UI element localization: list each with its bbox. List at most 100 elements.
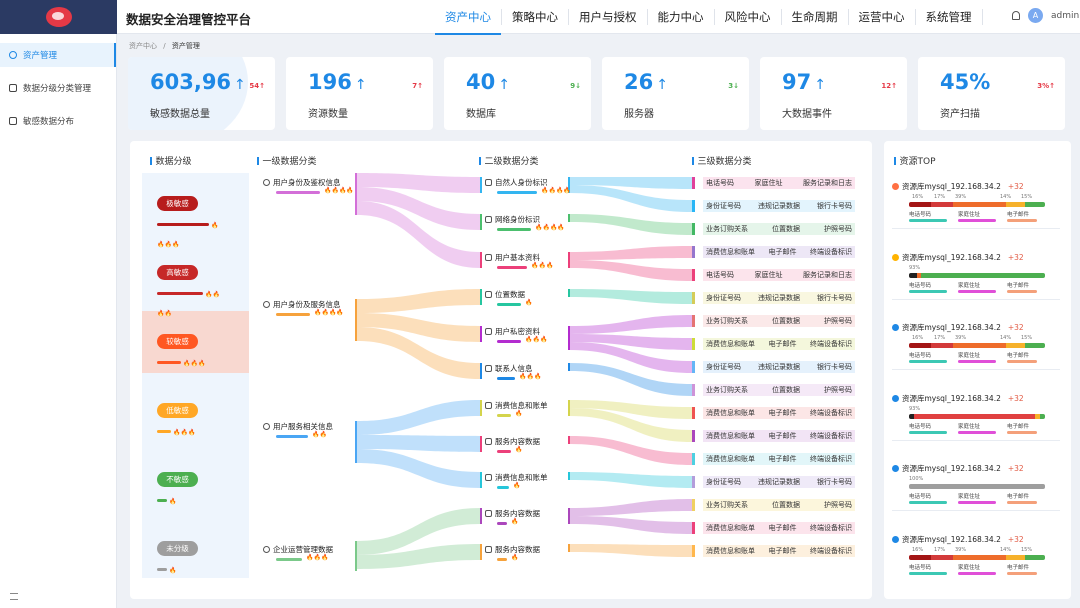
l3-tag[interactable]: 电话号码 [706,179,734,187]
l3-tag[interactable]: 银行卡号码 [817,202,852,210]
l3-tag[interactable]: 银行卡号码 [817,363,852,371]
l3-tag[interactable]: 身份证号码 [706,294,741,302]
l2-node[interactable]: 消费信息和账单 [485,400,548,411]
username[interactable]: admin [1051,10,1080,21]
nav-user-auth[interactable]: 用户与授权 [569,9,648,25]
level-item[interactable]: 高敏感 🔥🔥🔥🔥 [157,260,221,318]
l3-tag[interactable]: 消费信息和账单 [706,409,755,417]
l3-tag[interactable]: 位置数据 [772,225,800,233]
l2-node[interactable]: 位置数据 [485,289,525,300]
nav-asset-center[interactable]: 资产中心 [435,9,502,35]
l3-tag[interactable]: 位置数据 [772,317,800,325]
l3-tag[interactable]: 电话号码 [706,271,734,279]
l1-node[interactable]: 企业运营管理数据 [263,544,333,555]
resource-item[interactable]: 资源库mysql_192.168.34.2+32 16%17%39%14%15%… [892,534,1060,579]
sidebar-item-asset-mgmt[interactable]: 资产管理 [0,43,116,67]
l3-tag[interactable]: 服务记录和日志 [803,271,852,279]
l2-node[interactable]: 服务内容数据 [485,544,540,555]
l3-tag[interactable]: 终端设备标识 [810,409,852,417]
l3-tag[interactable]: 违规记录数据 [758,202,800,210]
collapse-menu-icon[interactable] [10,593,18,600]
l3-tag[interactable]: 终端设备标识 [810,524,852,532]
l3-tag[interactable]: 护照号码 [824,386,852,394]
l1-node[interactable]: 用户身份及服务信息 [263,299,341,310]
l3-tag[interactable]: 违规记录数据 [758,294,800,302]
l2-node[interactable]: 服务内容数据 [485,436,540,447]
l3-tag[interactable]: 护照号码 [824,501,852,509]
level-item[interactable]: 较敏感 🔥🔥🔥 [157,329,221,368]
l3-tag[interactable]: 违规记录数据 [758,478,800,486]
nav-capability-center[interactable]: 能力中心 [648,9,715,25]
l3-tag[interactable]: 业务订购关系 [706,386,748,394]
l2-node[interactable]: 消费信息和账单 [485,472,548,483]
nav-risk-center[interactable]: 风险中心 [715,9,782,25]
l2-node[interactable]: 自然人身份标识 [485,177,548,188]
avatar[interactable]: A [1028,8,1043,23]
l3-tag[interactable]: 电子邮件 [768,248,797,256]
l3-tag[interactable]: 位置数据 [772,386,800,394]
l3-tag[interactable]: 家庭住址 [754,271,783,279]
l3-tag[interactable]: 电子邮件 [768,340,797,348]
l2-node[interactable]: 用户私密资料 [485,326,540,337]
l2-node[interactable]: 网络身份标识 [485,214,540,225]
nav-lifecycle[interactable]: 生命周期 [782,9,849,25]
resource-item[interactable]: 资源库mysql_192.168.34.2+32 100% 电话号码家庭住址电子… [892,463,1060,511]
l3-tag[interactable]: 终端设备标识 [810,248,852,256]
l3-tag[interactable]: 电子邮件 [768,524,797,532]
level-item[interactable]: 不敏感 🔥 [157,467,221,506]
l2-node[interactable]: 用户基本资料 [485,252,540,263]
l3-tag[interactable]: 电子邮件 [768,455,797,463]
l2-node[interactable]: 服务内容数据 [485,508,540,519]
l3-tag[interactable]: 电子邮件 [768,432,797,440]
l3-tag[interactable]: 终端设备标识 [810,340,852,348]
stat-card[interactable]: 97↑ 大数据事件 12↑ [760,57,907,130]
l3-tag[interactable]: 银行卡号码 [817,478,852,486]
resource-item[interactable]: 资源库mysql_192.168.34.2+32 93% 电话号码家庭住址电子邮… [892,393,1060,441]
l3-tag[interactable]: 护照号码 [824,317,852,325]
stat-card[interactable]: 45% 资产扫描 3%↑ [918,57,1065,130]
l3-tag[interactable]: 违规记录数据 [758,363,800,371]
l3-tag[interactable]: 消费信息和账单 [706,248,755,256]
l3-tag[interactable]: 身份证号码 [706,202,741,210]
l3-tag[interactable]: 业务订购关系 [706,225,748,233]
nav-ops-center[interactable]: 运营中心 [849,9,916,25]
resource-item[interactable]: 资源库mysql_192.168.34.2+32 16%17%39%14%15%… [892,322,1060,370]
l3-tag[interactable]: 电子邮件 [768,409,797,417]
bell-icon[interactable] [1012,11,1020,20]
l3-tag[interactable]: 终端设备标识 [810,547,852,555]
l3-tag[interactable]: 业务订购关系 [706,317,748,325]
l3-tag[interactable]: 消费信息和账单 [706,547,755,555]
stat-card[interactable]: 26↑ 服务器 3↓ [602,57,749,130]
nav-system-mgmt[interactable]: 系统管理 [916,9,983,25]
l1-node[interactable]: 用户服务相关信息 [263,421,333,432]
l3-tag[interactable]: 终端设备标识 [810,455,852,463]
resource-item[interactable]: 资源库mysql_192.168.34.2+32 93% 电话号码家庭住址电子邮… [892,252,1060,300]
l3-tag[interactable]: 消费信息和账单 [706,524,755,532]
l3-tag[interactable]: 身份证号码 [706,363,741,371]
level-item[interactable]: 极敏感 🔥🔥🔥🔥 [157,191,221,249]
l3-tag[interactable]: 服务记录和日志 [803,179,852,187]
l3-tag[interactable]: 业务订购关系 [706,501,748,509]
l3-tag[interactable]: 消费信息和账单 [706,455,755,463]
sidebar-item-sensitive-dist[interactable]: 敏感数据分布 [0,109,116,133]
resource-item[interactable]: 资源库mysql_192.168.34.2+32 16%17%39%14%15%… [892,181,1060,229]
l3-tag[interactable]: 电子邮件 [768,547,797,555]
l3-tag[interactable]: 身份证号码 [706,478,741,486]
l3-tag[interactable]: 家庭住址 [754,179,783,187]
breadcrumb-parent[interactable]: 资产中心 [129,42,157,50]
l3-tag[interactable]: 位置数据 [772,501,800,509]
l3-tag[interactable]: 消费信息和账单 [706,432,755,440]
stat-card[interactable]: 40↑ 数据库 9↓ [444,57,591,130]
l1-node[interactable]: 用户身份及鉴权信息 [263,177,341,188]
level-item[interactable]: 低敏感 🔥🔥🔥 [157,398,221,437]
sidebar-item-classification[interactable]: 数据分级分类管理 [0,76,116,100]
l2-node[interactable]: 联系人信息 [485,363,533,374]
l3-tag[interactable]: 银行卡号码 [817,294,852,302]
l3-tag[interactable]: 消费信息和账单 [706,340,755,348]
l3-tag[interactable]: 终端设备标识 [810,432,852,440]
level-item[interactable]: 未分级 🔥 [157,536,221,575]
stat-card[interactable]: 603,96↑ 敏感数据总量 54↑ [128,57,275,130]
nav-policy-center[interactable]: 策略中心 [502,9,569,25]
l3-tag[interactable]: 护照号码 [824,225,852,233]
stat-card[interactable]: 196↑ 资源数量 7↑ [286,57,433,130]
